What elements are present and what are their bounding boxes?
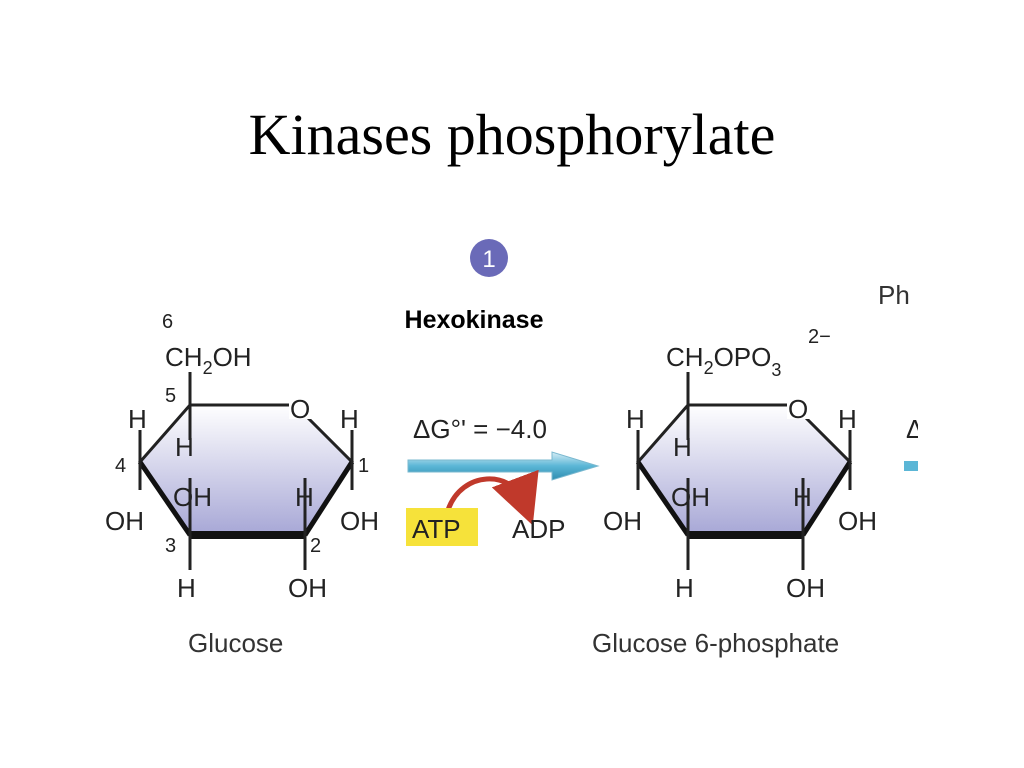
product-oh-c4: OH: [603, 506, 642, 536]
glucose-name: Glucose: [188, 628, 283, 658]
glucose-carbon-1-label: 1: [358, 455, 369, 477]
glucose-carbon-5-label: 5: [165, 385, 176, 407]
reaction-arrow: [407, 451, 600, 481]
glucose-h-c1: H: [340, 404, 359, 434]
glucose-c6-substituent: CH2OH: [165, 342, 252, 378]
product-name: Glucose 6-phosphate: [592, 628, 839, 658]
step-number: 1: [482, 246, 495, 273]
glucose-6-phosphate-structure: CH2OPO3 2− O H H H OH OH H OH H OH Gluco…: [592, 326, 877, 658]
atp-label: ATP: [412, 514, 461, 544]
glucose-carbon-6-label: 6: [162, 311, 173, 333]
glucose-carbon-3-label: 3: [165, 535, 176, 557]
product-oh-c2: OH: [786, 573, 825, 603]
glucose-oh-c3-top: OH: [173, 482, 212, 512]
glucose-structure: 6 5 4 3 2 1 CH2OH O H H H OH OH H OH H O…: [105, 311, 379, 658]
next-arrow-partial: [904, 461, 918, 471]
glucose-oh-c1: OH: [340, 506, 379, 536]
cofactor-curved-arrow: [445, 469, 539, 526]
glucose-h-c2-top: H: [295, 482, 314, 512]
next-enzyme-partial: Ph: [878, 280, 910, 310]
glucose-carbon-4-label: 4: [115, 455, 126, 477]
adp-label: ADP: [512, 514, 565, 544]
product-oh-c1: OH: [838, 506, 877, 536]
slide-title: Kinases phosphorylate: [248, 102, 776, 167]
product-oh-c3-top: OH: [671, 482, 710, 512]
product-h-c2-top: H: [793, 482, 812, 512]
glucose-carbon-2-label: 2: [310, 535, 321, 557]
reaction-step: 1 Hexokinase ΔG°' = −4.0 ATP ADP: [405, 239, 600, 546]
glucose-h-c4-top: H: [128, 404, 147, 434]
glucose-oh-c2: OH: [288, 573, 327, 603]
glucose-h-c3: H: [177, 573, 196, 603]
product-phosphate-charge: 2−: [808, 326, 831, 348]
product-h-c5: H: [673, 432, 692, 462]
step-number-badge: [470, 239, 508, 277]
glucose-h-c5: H: [175, 432, 194, 462]
product-h-c1: H: [838, 404, 857, 434]
product-h-c4-top: H: [626, 404, 645, 434]
next-step-fragment: Ph Δ: [878, 250, 1024, 700]
product-h-c3: H: [675, 573, 694, 603]
glucose-ring-oxygen: O: [290, 394, 310, 424]
delta-g-label: ΔG°' = −4.0: [413, 414, 547, 444]
atp-highlight: [406, 508, 478, 546]
glucose-oh-c4: OH: [105, 506, 144, 536]
product-c6-substituent: CH2OPO3: [666, 342, 781, 380]
product-ring-oxygen: O: [788, 394, 808, 424]
enzyme-name: Hexokinase: [405, 306, 544, 334]
